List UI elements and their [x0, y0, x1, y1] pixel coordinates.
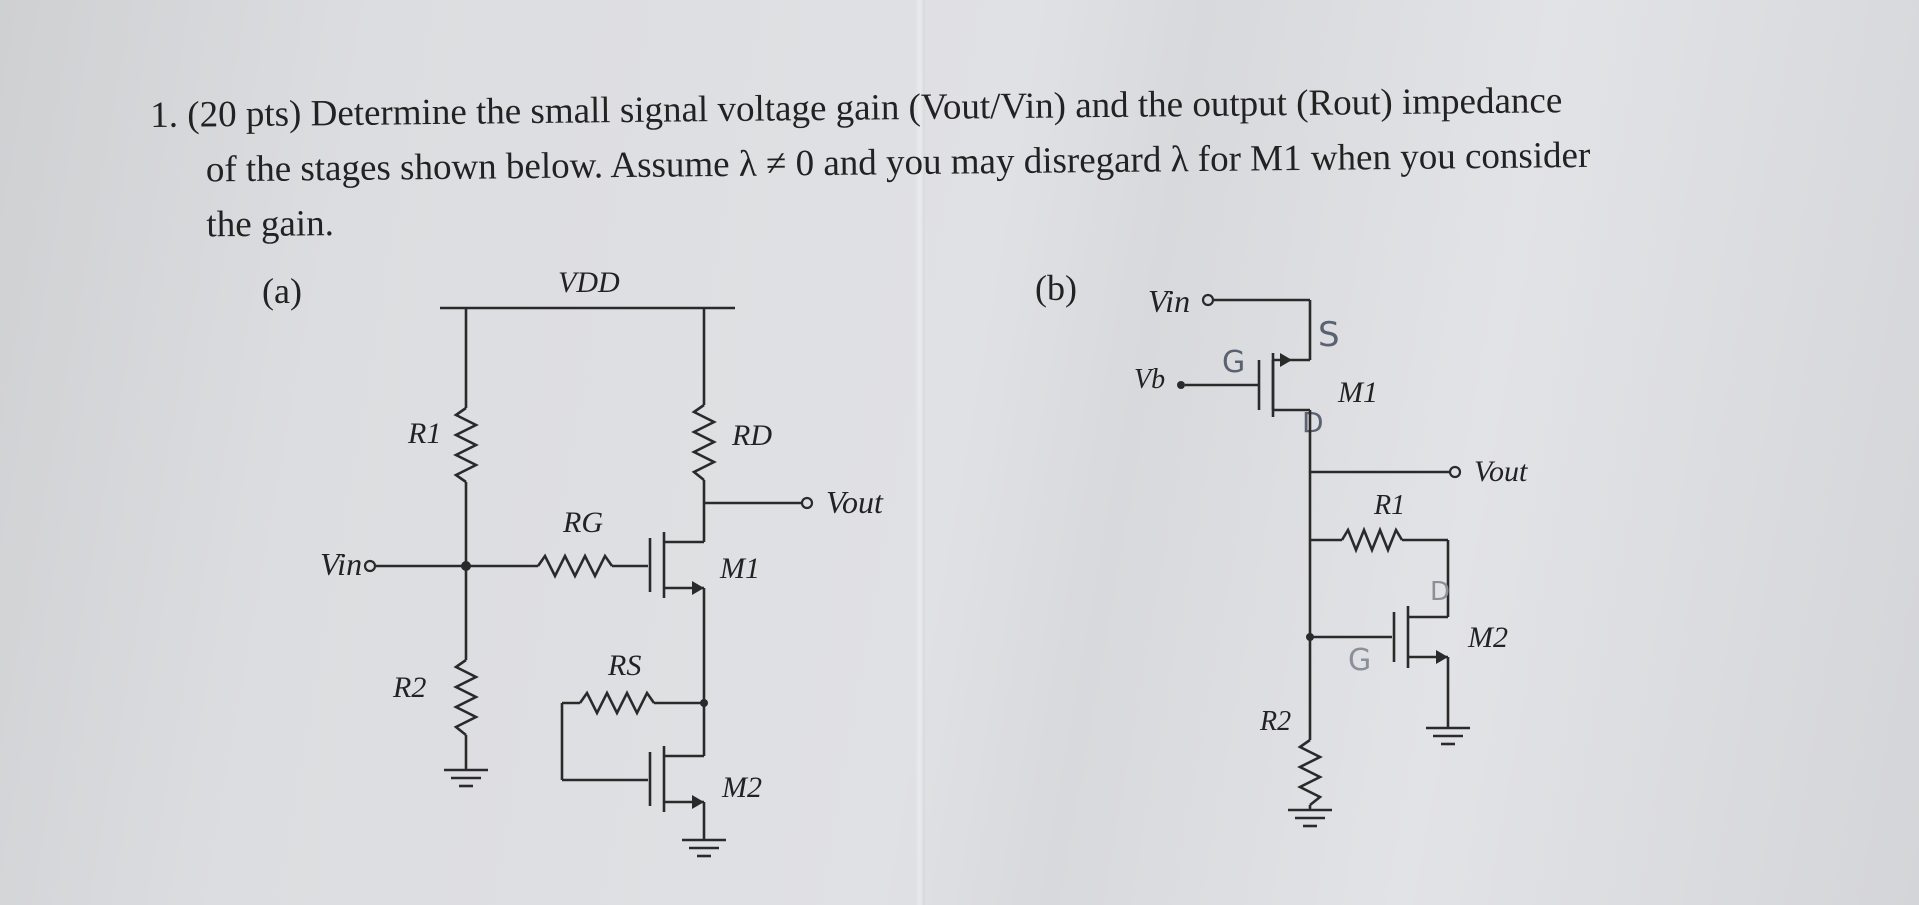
rs-label: RS	[607, 649, 641, 682]
m2-transistor	[1392, 606, 1448, 668]
rd-resistor	[691, 403, 717, 482]
vb-label: Vb	[1134, 364, 1165, 395]
r2-resistor	[1297, 738, 1323, 807]
r1-label: R1	[1373, 490, 1405, 521]
vin-terminal	[1201, 293, 1215, 307]
rg-label: RG	[562, 506, 603, 539]
ground-symbol	[1288, 808, 1332, 828]
m2-transistor	[648, 746, 704, 812]
circuit-b: (b) Vin Vb M1 S G D	[1035, 268, 1528, 828]
vout-label: Vout	[826, 484, 884, 520]
vdd-label: VDD	[558, 266, 620, 299]
ground-symbol	[1426, 726, 1470, 746]
r1-resistor	[1340, 526, 1404, 554]
circuit-a-tag: (a)	[262, 271, 302, 311]
r1-label: R1	[407, 417, 441, 450]
vb-terminal	[1177, 381, 1185, 389]
handwritten-g1: G	[1222, 345, 1245, 380]
m2-label: M2	[1467, 621, 1508, 654]
rg-resistor	[536, 553, 614, 579]
r2-label: R2	[392, 671, 426, 704]
m1-label: M1	[1337, 376, 1378, 409]
vin-label: Vin	[320, 546, 362, 582]
paper-crease	[915, 0, 925, 905]
handwritten-d2: D	[1430, 577, 1450, 607]
vin-label: Vin	[1148, 283, 1190, 319]
handwritten-s: S	[1318, 315, 1340, 355]
ground-symbol	[682, 838, 726, 858]
handwritten-g2: G	[1348, 643, 1371, 678]
handwritten-d: D	[1302, 406, 1324, 439]
r2-resistor	[453, 658, 479, 737]
m1-transistor	[1257, 353, 1310, 417]
r1-resistor	[453, 406, 479, 484]
vout-label: Vout	[1474, 455, 1528, 488]
vin-terminal	[363, 559, 377, 573]
circuit-b-tag: (b)	[1035, 268, 1077, 308]
rd-label: RD	[731, 419, 772, 452]
rs-resistor	[578, 690, 656, 716]
r2-label: R2	[1259, 706, 1291, 737]
circuit-a: (a) VDD R1 R2 Vin	[262, 266, 884, 858]
ground-symbol	[444, 768, 488, 788]
m2-label: M2	[721, 771, 762, 804]
m1-transistor	[648, 532, 704, 598]
m1-label: M1	[719, 552, 760, 585]
vout-terminal	[800, 496, 814, 510]
vout-terminal	[1448, 465, 1462, 479]
